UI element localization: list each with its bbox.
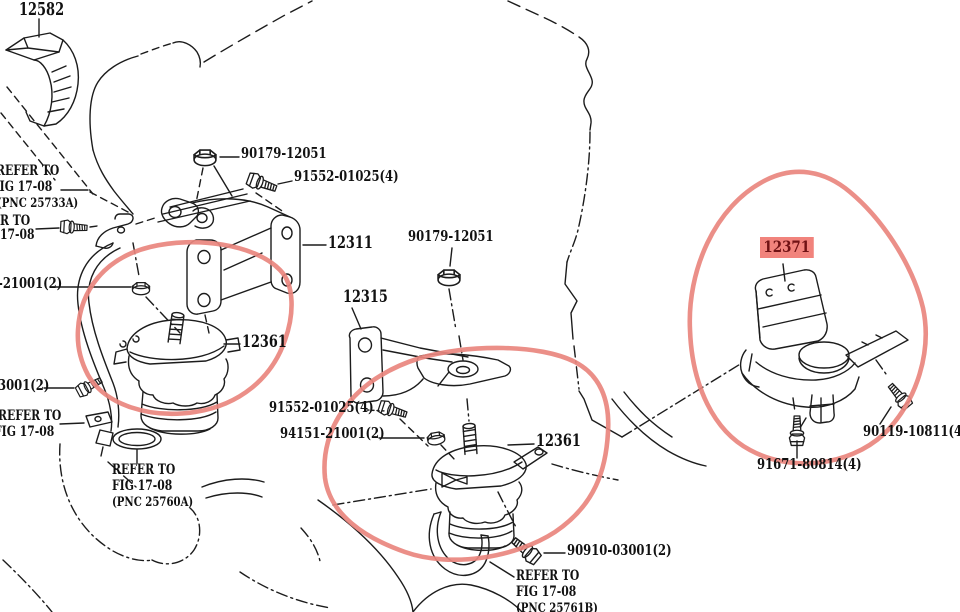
part-label-90910-03001: 90910-03001(2) [567, 542, 672, 559]
nut-icon [193, 149, 217, 167]
refer-note-2-line2: 17-08 [0, 227, 35, 243]
part-12582 [5, 32, 80, 127]
part-label-12311: 12311 [328, 233, 373, 252]
pulley-arcs [2, 443, 523, 612]
bolt-icon [59, 219, 88, 236]
red-highlights [75, 169, 928, 562]
bracket-12315 [348, 326, 512, 404]
part-label-94151-21001: 94151-21001(2) [280, 425, 385, 442]
part-label-12582: 12582 [19, 0, 65, 20]
bolt-icon [244, 170, 280, 197]
refer-note-1-line2: FIG 17-08 [0, 179, 53, 195]
nut-icon [437, 269, 461, 287]
heater-pipe [76, 242, 162, 457]
mount-12361-middle [431, 422, 548, 552]
refer-note-2-line1: R TO [0, 213, 31, 229]
red-circle-left [75, 239, 294, 417]
part-label-90179-12051: 90179-12051 [241, 145, 327, 162]
part-label-91671-80814: 91671-80814(4) [757, 456, 862, 473]
nut-icon [131, 281, 151, 296]
part-label-91552-01025-2: 91552-01025(4) [269, 399, 374, 416]
part-label-90119-10811: 90119-10811(4) [863, 423, 960, 440]
mount-12361-left [113, 311, 241, 435]
red-circle-right [687, 169, 928, 466]
part-label-90910-cut: 3001(2) [0, 377, 50, 394]
stud-icon [462, 422, 478, 456]
refer-note-4-line1: REFER TO [112, 462, 176, 478]
part-label-91552-01025: 91552-01025(4) [294, 168, 399, 185]
assembly-dashed-lines [89, 165, 887, 530]
refer-note-4-line2: FIG 17-08 [112, 478, 173, 494]
refer-note-3-line1: REFER TO [0, 408, 62, 424]
part-label-12315: 12315 [343, 287, 388, 306]
refer-note-5-line2: FIG 17-08 [516, 584, 577, 600]
refer-note-3-line2: FIG 17-08 [0, 424, 55, 440]
mount-12371 [739, 269, 909, 424]
part-label-90179-12051-2: 90179-12051 [408, 228, 494, 245]
hose-u-pipe [428, 511, 490, 577]
nut-icon [426, 430, 447, 447]
refer-note-1-line3: (PNC 25733A) [0, 196, 79, 211]
engine-outline [0, 0, 743, 467]
highlighted-part-badge[interactable]: 12371 [760, 237, 814, 258]
refer-note-5-line1: REFER TO [516, 568, 580, 584]
red-circle-middle [322, 345, 611, 562]
refer-note-4-line3: (PNC 25760A) [112, 495, 194, 510]
part-label-12361-middle: 12361 [536, 431, 581, 450]
refer-note-1-line1: REFER TO [0, 163, 60, 179]
stud-icon [167, 311, 185, 345]
leader-lines [35, 18, 892, 578]
refer-note-5-line3: (PNC 25761B) [516, 601, 598, 612]
part-label-12361-left: 12361 [242, 332, 287, 351]
pipe-clamp [95, 213, 134, 249]
part-label-94151-cut: -21001(2) [0, 275, 63, 292]
